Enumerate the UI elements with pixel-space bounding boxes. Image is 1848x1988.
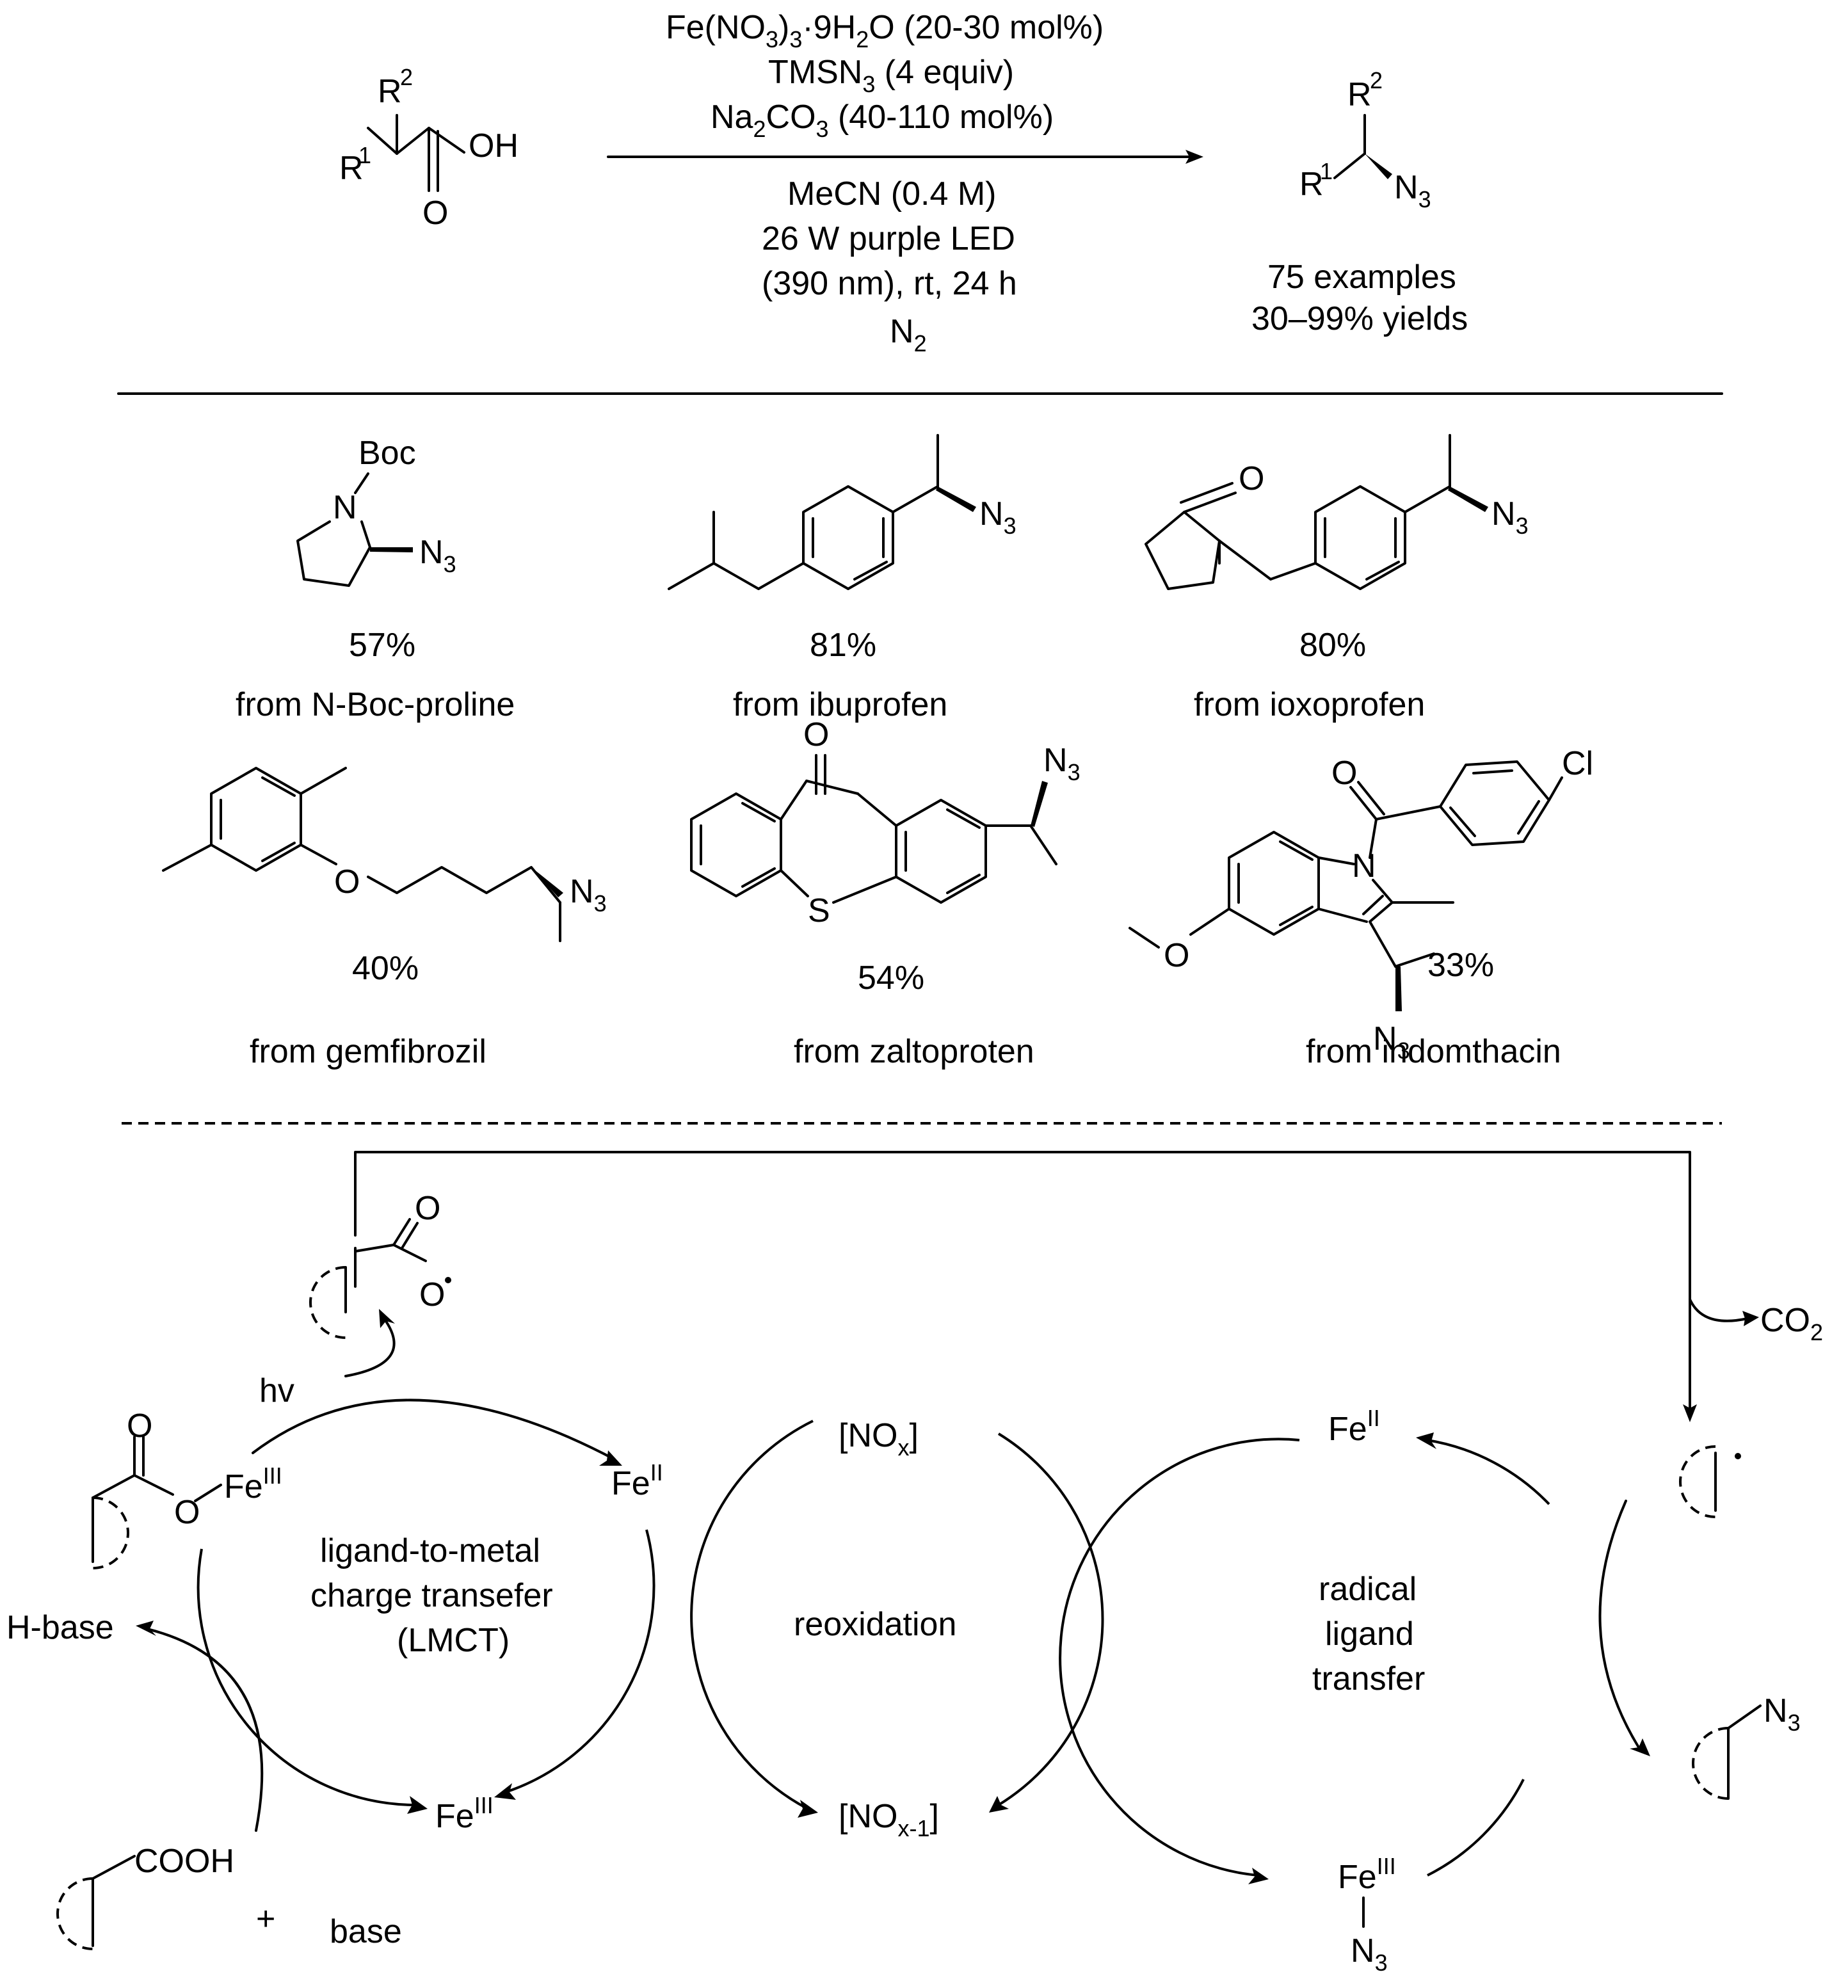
example-2-source: from ibuprofen	[733, 686, 947, 723]
example-2-n3: N3	[979, 495, 1016, 539]
reactant-r1: R	[339, 150, 364, 187]
product-r1: R	[1299, 166, 1324, 203]
reactant-r1-sup: 1	[358, 142, 371, 168]
example-5-n3: N3	[1043, 742, 1081, 785]
condition-line-7: N2	[890, 313, 927, 357]
co2-label: CO2	[1760, 1302, 1823, 1345]
example-ioxoprofen: O N3 80% from ioxoprofen	[1145, 434, 1529, 723]
product-n3: N3	[1394, 169, 1431, 212]
reactant-oh: OH	[469, 127, 518, 164]
rlt-line-1: radical	[1319, 1571, 1417, 1608]
fe3-label-1: FeIII	[224, 1463, 282, 1505]
example-6-yield: 33%	[1427, 947, 1494, 984]
example-zaltoprofen: O S N3 54% from zaltoproten	[690, 716, 1081, 1070]
condition-line-6: (390 nm), rt, 24 h	[762, 265, 1017, 302]
plus-sign: +	[256, 1900, 275, 1937]
lmct-cycle: ligand-to-metal charge transefer (LMCT)	[197, 1529, 655, 1814]
product-n3-mech: N3	[1764, 1692, 1801, 1736]
example-1-yield: 57%	[349, 627, 415, 664]
example-1-n3: N3	[419, 534, 456, 577]
example-4-o: O	[334, 863, 360, 901]
lmct-line-1: ligand-to-metal	[320, 1532, 540, 1569]
hv-label: hv	[259, 1372, 294, 1409]
rlt-line-2: ligand	[1325, 1615, 1414, 1653]
alkyl-azide-product: N3	[1692, 1692, 1801, 1800]
alkyl-radical	[1598, 1445, 1741, 1756]
example-gemfibrozil: O N3 40% from gemfibrozil	[162, 767, 607, 1070]
carboxyl-radical: O O	[309, 1190, 451, 1339]
example-5-o: O	[803, 716, 829, 753]
reactant-r2: R	[378, 73, 402, 110]
base-exchange: H-base COOH + base	[6, 1609, 402, 1950]
fe3-carboxylate-o: O	[127, 1407, 152, 1445]
example-6-cl: Cl	[1562, 745, 1593, 782]
example-6-o2: O	[1331, 755, 1357, 792]
base-label: base	[330, 1913, 402, 1950]
conditions: Fe(NO3)3·9H2O (20-30 mol%) TMSN3 (4 equi…	[666, 9, 1104, 357]
example-indomethacin: O N N3 O Cl 33% from indomthacin	[1129, 745, 1593, 1070]
product-r1-sup: 1	[1320, 158, 1333, 184]
reactant-r2-sup: 2	[400, 64, 413, 90]
radical-ligand-transfer-cycle: radical ligand transfer FeIII N3	[1058, 1432, 1550, 1976]
example-5-s: S	[808, 892, 830, 929]
reoxidation-label: reoxidation	[794, 1606, 956, 1643]
lmct-line-2: charge transefer	[310, 1577, 553, 1614]
reaction-arrow	[607, 150, 1203, 164]
fe3-label-3: FeIII	[1338, 1853, 1396, 1896]
product-r2-sup: 2	[1370, 67, 1383, 93]
cooh-label: COOH	[134, 1843, 234, 1880]
reactant-structure: R 1 R 2 OH O	[339, 64, 518, 232]
example-3-n3: N3	[1491, 495, 1529, 539]
example-3-source: from ioxoprofen	[1194, 686, 1425, 723]
example-4-n3: N3	[570, 873, 607, 917]
rlt-line-3: transfer	[1312, 1660, 1425, 1697]
condition-line-3: Na2CO3 (40-110 mol%)	[711, 99, 1054, 142]
reoxidation-cycle: [NOx] reoxidation [NOx-1]	[690, 1417, 1104, 1841]
example-boc-proline: Boc N N3 57% from N-Boc-proline	[236, 435, 515, 723]
lmct-line-3: (LMCT)	[397, 1622, 510, 1659]
example-6-n: N	[1352, 847, 1376, 885]
reactant-o: O	[422, 195, 448, 232]
example-1-boc: Boc	[358, 435, 416, 472]
fe2-label-2: FeII	[1328, 1405, 1380, 1448]
product-structure: R 1 R 2 N3 75 examples 30–99% yields	[1251, 67, 1468, 337]
example-6-o: O	[1164, 937, 1189, 974]
condition-line-4: MeCN (0.4 M)	[787, 175, 996, 212]
product-examples: 75 examples	[1267, 259, 1456, 296]
condition-line-2: TMSN3 (4 equiv)	[768, 54, 1014, 97]
fe-n3-label: N3	[1351, 1932, 1388, 1976]
example-4-source: from gemfibrozil	[250, 1033, 486, 1070]
condition-line-1: Fe(NO3)3·9H2O (20-30 mol%)	[666, 9, 1104, 52]
example-6-n3: N3	[1373, 1020, 1410, 1064]
condition-line-5: 26 W purple LED	[762, 220, 1015, 257]
example-ibuprofen: N3 81% from ibuprofen	[668, 434, 1016, 723]
fe3-carboxylate: O O FeIII	[92, 1407, 282, 1569]
example-3-yield: 80%	[1299, 627, 1366, 664]
radical-o-top: O	[415, 1190, 440, 1227]
example-5-source: from zaltoproten	[794, 1033, 1034, 1070]
example-4-yield: 40%	[352, 950, 419, 987]
hbase-label: H-base	[6, 1609, 114, 1646]
top-feedback-line: CO2	[354, 1151, 1823, 1422]
example-6-source: from indomthacin	[1306, 1033, 1561, 1070]
fe2-label-1: FeII	[611, 1459, 663, 1502]
radical-o-dot: O	[419, 1276, 445, 1313]
nox1-label: [NOx-1]	[839, 1798, 939, 1841]
example-1-n: N	[333, 489, 357, 526]
example-1-source: from N-Boc-proline	[236, 686, 515, 723]
product-r2: R	[1347, 76, 1372, 113]
fe3-label-2: FeIII	[435, 1792, 494, 1835]
nox-label: [NOx]	[839, 1417, 919, 1461]
example-5-yield: 54%	[858, 959, 924, 997]
example-2-yield: 81%	[810, 627, 876, 664]
product-yields: 30–99% yields	[1251, 300, 1468, 337]
example-3-o: O	[1239, 460, 1264, 497]
